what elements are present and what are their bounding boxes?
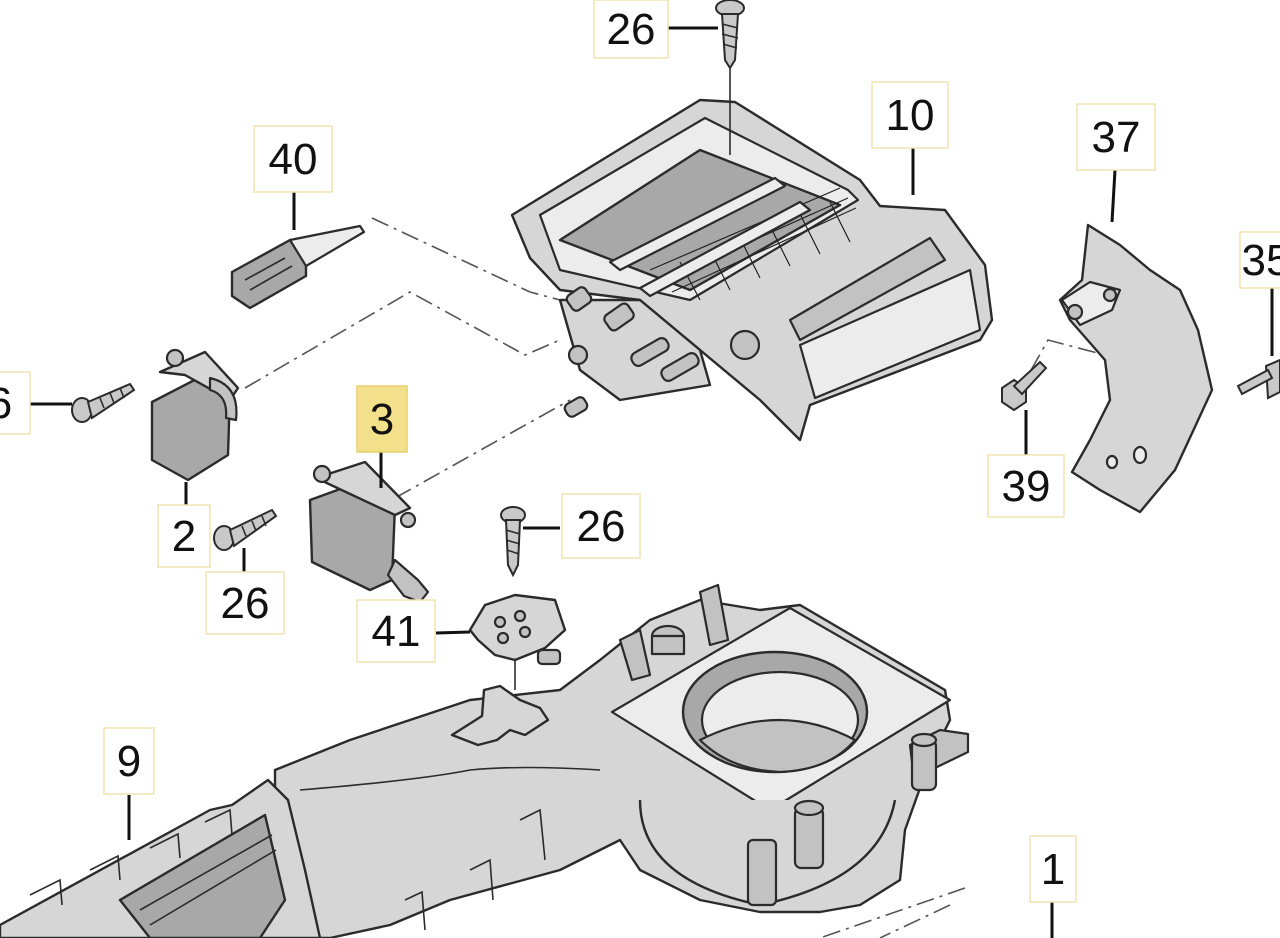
callout-number: 2 — [172, 512, 196, 561]
part-9-filter-housing — [0, 778, 322, 938]
callout-box — [1239, 231, 1280, 289]
callout-39[interactable]: 39 — [987, 454, 1065, 518]
callout-number: 1 — [1041, 845, 1065, 894]
leader-lines — [30, 26, 1274, 938]
screw-26-lower-left — [213, 508, 278, 551]
callout-box — [987, 454, 1065, 518]
screw-35-right — [1236, 358, 1280, 400]
callout-box — [157, 504, 211, 568]
callout-37[interactable]: 37 — [1076, 103, 1156, 171]
callout-26[interactable]: 26 — [561, 493, 641, 559]
callout-number: 10 — [886, 91, 935, 140]
part-1-blower-housing — [273, 583, 970, 938]
callout-box — [253, 125, 333, 193]
callout-2[interactable]: 2 — [157, 504, 211, 568]
callout-box — [205, 571, 285, 635]
callout-40[interactable]: 40 — [253, 125, 333, 193]
callout-box — [356, 599, 436, 663]
callout-number: 26 — [577, 502, 626, 551]
callout-number: 26 — [607, 5, 656, 54]
screw-39-hex-bolt — [1001, 360, 1048, 412]
callout-10[interactable]: 10 — [871, 81, 949, 149]
callout-number: 35 — [1242, 236, 1280, 285]
part-10-heater-core-housing — [510, 62, 994, 442]
callout-number: 26 — [221, 579, 270, 628]
callout-number: 37 — [1092, 113, 1141, 162]
callout-box — [593, 0, 669, 59]
callout-box — [0, 371, 31, 435]
callout-number: 6 — [0, 379, 12, 428]
part-40-temperature-sensor — [230, 224, 366, 310]
callout-26[interactable]: 26 — [593, 0, 669, 59]
callout-1[interactable]: 1 — [1029, 835, 1077, 903]
callout-41[interactable]: 41 — [356, 599, 436, 663]
callout-box — [871, 81, 949, 149]
part-41-mounting-plate — [468, 593, 567, 690]
screw-26-top — [715, 0, 745, 70]
part-3-servo-motor — [308, 460, 430, 604]
part-37-bracket — [1058, 223, 1214, 514]
screw-6-left — [71, 382, 136, 423]
callout-6[interactable]: 6 — [0, 371, 31, 435]
callout-number: 41 — [372, 607, 421, 656]
callout-number: 40 — [269, 135, 318, 184]
callout-number: 9 — [117, 737, 141, 786]
callout-number: 3 — [370, 395, 394, 444]
callout-3-highlighted[interactable]: 3 — [356, 385, 408, 453]
callout-box — [356, 385, 408, 453]
callout-box — [103, 727, 155, 795]
callout-9[interactable]: 9 — [103, 727, 155, 795]
callout-labels: 26 10 40 37 35 6 3 39 2 26 26 41 9 1 — [0, 0, 1280, 903]
callout-35[interactable]: 35 — [1239, 231, 1280, 289]
callout-box — [561, 493, 641, 559]
callout-box — [1076, 103, 1156, 171]
screw-26-center — [500, 506, 526, 578]
part-2-servo-motor — [150, 348, 240, 482]
callout-box — [1029, 835, 1077, 903]
callout-number: 39 — [1002, 462, 1051, 511]
callout-26[interactable]: 26 — [205, 571, 285, 635]
